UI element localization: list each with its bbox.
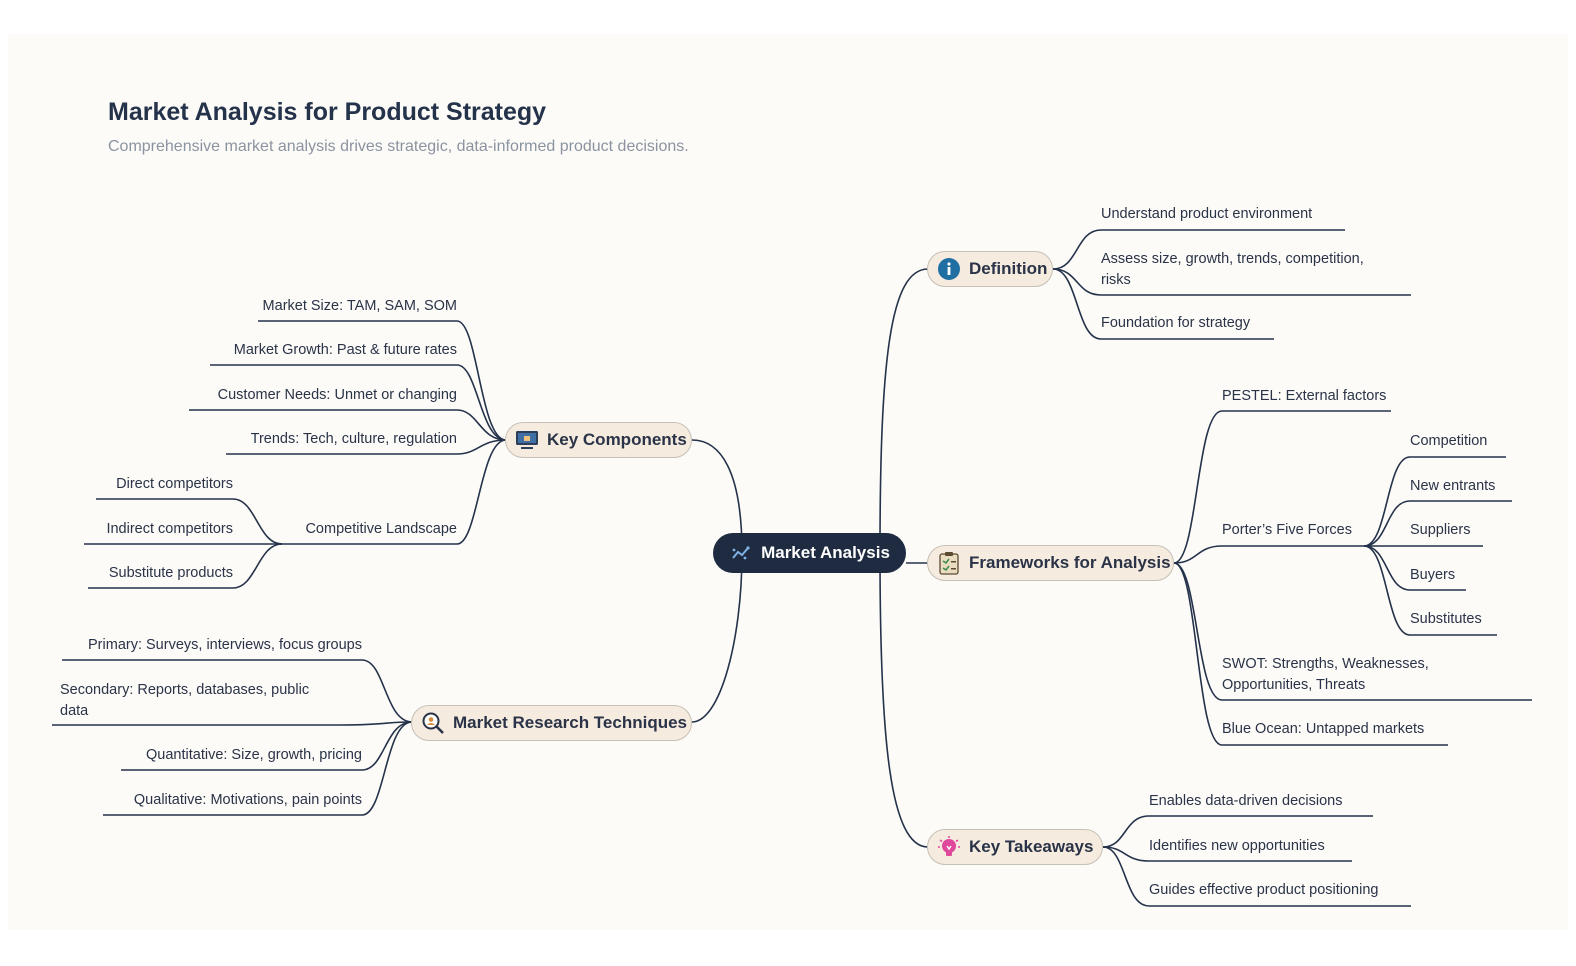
branch-key-components-label: Key Components [547, 430, 687, 449]
leaf-assess-size: Assess size, growth, trends, competition… [1101, 251, 1364, 288]
leaf-swot: SWOT: Strengths, Weaknesses, Opportuniti… [1222, 656, 1429, 693]
leaf-competitive-landscape: Competitive Landscape [305, 521, 457, 537]
leaf-quantitative: Quantitative: Size, growth, pricing [146, 747, 362, 763]
leaf-trends: Trends: Tech, culture, regulation [250, 431, 457, 447]
lightbulb-icon [937, 835, 961, 859]
leaf-porters-five-forces: Porter’s Five Forces [1222, 522, 1352, 538]
leaf-indirect-competitors: Indirect competitors [106, 521, 233, 537]
branch-definition[interactable]: Definition [927, 251, 1053, 287]
leaf-new-opportunities: Identifies new opportunities [1149, 838, 1325, 854]
leaf-pestel: PESTEL: External factors [1222, 388, 1387, 404]
branch-key-components[interactable]: Key Components [505, 422, 692, 458]
branch-market-research[interactable]: Market Research Techniques [411, 705, 692, 741]
chart-icon [729, 541, 753, 565]
branch-frameworks[interactable]: Frameworks for Analysis [927, 545, 1174, 581]
leaf-competition: Competition [1410, 433, 1488, 449]
leaf-substitutes: Substitutes [1410, 611, 1482, 627]
leaf-market-growth: Market Growth: Past & future rates [233, 342, 457, 358]
branch-definition-label: Definition [969, 259, 1048, 278]
central-node[interactable]: Market Analysis [713, 533, 906, 573]
page-title: Market Analysis for Product Strategy [108, 98, 547, 126]
branch-key-takeaways[interactable]: Key Takeaways [927, 829, 1103, 865]
leaf-qualitative: Qualitative: Motivations, pain points [133, 792, 362, 808]
central-node-label: Market Analysis [761, 543, 890, 562]
leaf-substitute-products: Substitute products [108, 565, 233, 581]
leaf-secondary-research: Secondary: Reports, databases, public da… [60, 682, 310, 719]
monitor-icon [515, 428, 539, 452]
leaf-understand-environment: Understand product environment [1101, 206, 1313, 222]
leaf-blue-ocean: Blue Ocean: Untapped markets [1222, 721, 1425, 737]
leaf-data-driven: Enables data-driven decisions [1149, 793, 1343, 809]
leaf-suppliers: Suppliers [1410, 522, 1471, 538]
leaf-positioning: Guides effective product positioning [1149, 882, 1379, 898]
branch-frameworks-label: Frameworks for Analysis [969, 553, 1171, 572]
clipboard-icon [937, 551, 961, 575]
branch-market-research-label: Market Research Techniques [453, 713, 687, 732]
leaf-new-entrants: New entrants [1410, 478, 1496, 494]
leaf-direct-competitors: Direct competitors [116, 476, 233, 492]
branch-key-takeaways-label: Key Takeaways [969, 837, 1094, 856]
search-people-icon [421, 711, 445, 735]
leaf-customer-needs: Customer Needs: Unmet or changing [217, 387, 457, 403]
leaf-market-size: Market Size: TAM, SAM, SOM [262, 298, 457, 314]
leaf-buyers: Buyers [1410, 567, 1456, 583]
leaf-primary-research: Primary: Surveys, interviews, focus grou… [88, 637, 362, 653]
info-icon [937, 257, 961, 281]
page-subtitle: Comprehensive market analysis drives str… [108, 138, 689, 155]
leaf-foundation: Foundation for strategy [1101, 315, 1251, 331]
